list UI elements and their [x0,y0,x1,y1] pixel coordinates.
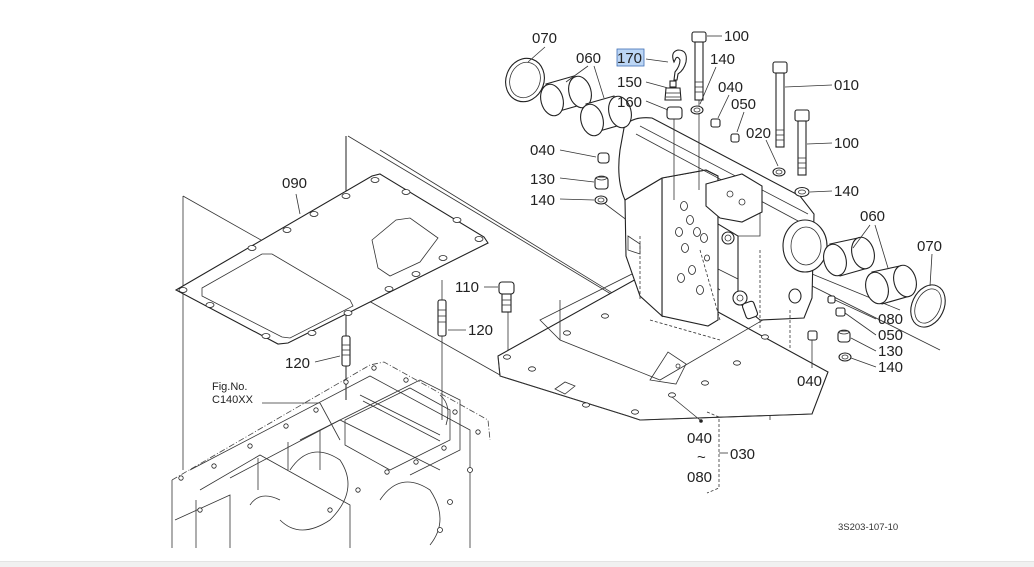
bushing-060-top-b [580,95,632,137]
bolt-010 [772,61,788,148]
callout-120-left[interactable]: 120 [285,355,310,372]
callout-range-from[interactable]: 040 [687,430,712,447]
callout-070-top[interactable]: 070 [532,30,557,47]
callout-150[interactable]: 150 [617,74,642,91]
callout-140-right[interactable]: 140 [834,183,859,200]
callout-140-left[interactable]: 140 [530,192,555,209]
oil-seal-070-top [505,57,545,103]
callout-range-to[interactable]: 080 [687,469,712,486]
gasket-holes [178,177,484,339]
gasket-090 [174,173,489,345]
nut-040-left [597,152,610,164]
callout-050-top[interactable]: 050 [731,96,756,113]
fig-ref-line1: Fig.No. [212,381,247,393]
callout-020[interactable]: 020 [746,125,771,142]
stud-120-left [341,335,351,367]
callout-060-top[interactable]: 060 [576,50,601,67]
washer-140-low [838,352,852,362]
plug-110 [498,281,515,313]
stud-120-right [437,299,447,337]
callout-100-right[interactable]: 100 [834,135,859,152]
callout-170-highlight [616,48,645,67]
bottom-scroll-bar [0,561,1034,567]
nut-050-top [730,133,740,143]
callout-labels: 070 060 170 150 160 100 140 040 050 020 … [212,28,942,533]
callout-090[interactable]: 090 [282,175,307,192]
hook-pin-170 [672,49,687,81]
callout-050-right[interactable]: 050 [878,327,903,344]
transmission-case [171,361,491,548]
callout-120-right[interactable]: 120 [468,322,493,339]
callout-080[interactable]: 080 [878,311,903,328]
washer-140-right [794,186,810,198]
valve-150 [664,80,682,101]
bushing-060-right-b [865,264,917,305]
nut-130-right [837,329,851,343]
washer-020 [772,167,786,177]
nut-040-top [710,118,721,128]
callout-030[interactable]: 030 [730,446,755,463]
callout-040-left[interactable]: 040 [530,142,555,159]
callout-range-tilde: ~ [697,449,706,466]
callout-140-low[interactable]: 140 [878,359,903,376]
callout-100-top[interactable]: 100 [724,28,749,45]
callout-130-left[interactable]: 130 [530,171,555,188]
nut-050-right [835,307,846,317]
oil-seal-070-right [910,284,946,328]
bushing-060-right-a [823,236,875,277]
bolt-100-right [794,109,810,176]
leader-lines [262,35,933,441]
hydraulic-housing [497,117,829,421]
bolt-100-top [691,31,707,190]
nut-130-left [594,175,609,190]
fig-ref-line2[interactable]: C140XX [212,394,254,406]
callout-140-top[interactable]: 140 [710,51,735,68]
figure-code: 3S203-107-10 [838,522,898,533]
range-bracket [706,411,728,494]
callout-040-top[interactable]: 040 [718,79,743,96]
callout-160[interactable]: 160 [617,94,642,111]
collar-160 [666,106,683,200]
callout-040-low[interactable]: 040 [797,373,822,390]
nut-040-low [807,330,818,368]
callout-170[interactable]: 170 [617,50,642,67]
washer-140-top [690,105,704,115]
callout-110[interactable]: 110 [455,279,479,296]
washer-140-left [594,195,608,205]
callout-010[interactable]: 010 [834,77,859,94]
nut-080 [827,295,836,304]
callout-130-right[interactable]: 130 [878,343,903,360]
callout-070-right[interactable]: 070 [917,238,942,255]
callout-060-right[interactable]: 060 [860,208,885,225]
